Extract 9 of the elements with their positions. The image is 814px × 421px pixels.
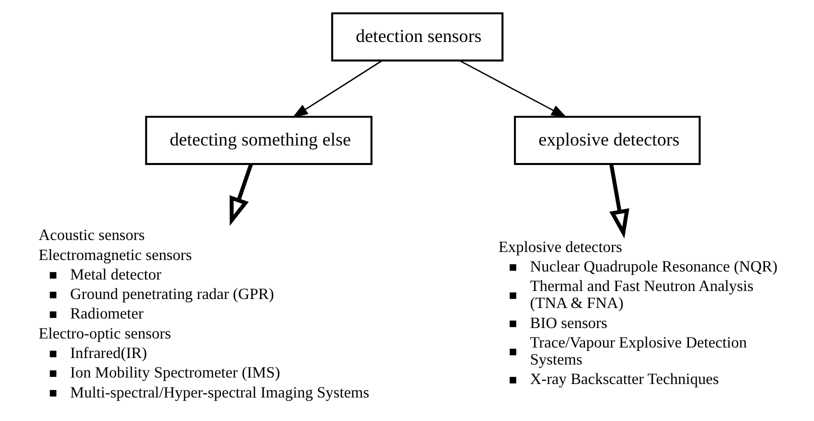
arrow: [292, 60, 382, 118]
node-box: detecting something else: [144, 116, 372, 165]
node-box: explosive detectors: [513, 116, 700, 165]
arrow: [458, 60, 567, 118]
node-text: Acoustic sensors Electromagnetic sensors Metal detector Ground penetrating radar (GPR) Radiometer Electro-optic sensors Infrared(IR) Ion Mobility Spectrometer (IMS) Multi-spectral/Hyper-spectral Imaging Systems: [38, 227, 369, 402]
node-text: Explosive detectors Nuclear Quadrupole Resonance (NQR) Thermal and Fast Neutron Analysis (TNA & FNA) BIO sensors Trace/Vapour Explosive Detection Systems X-ray Backscatter Techniques: [498, 238, 777, 388]
arrow: [229, 163, 252, 226]
arrow: [608, 164, 629, 238]
node-box: detection sensors: [330, 12, 503, 62]
